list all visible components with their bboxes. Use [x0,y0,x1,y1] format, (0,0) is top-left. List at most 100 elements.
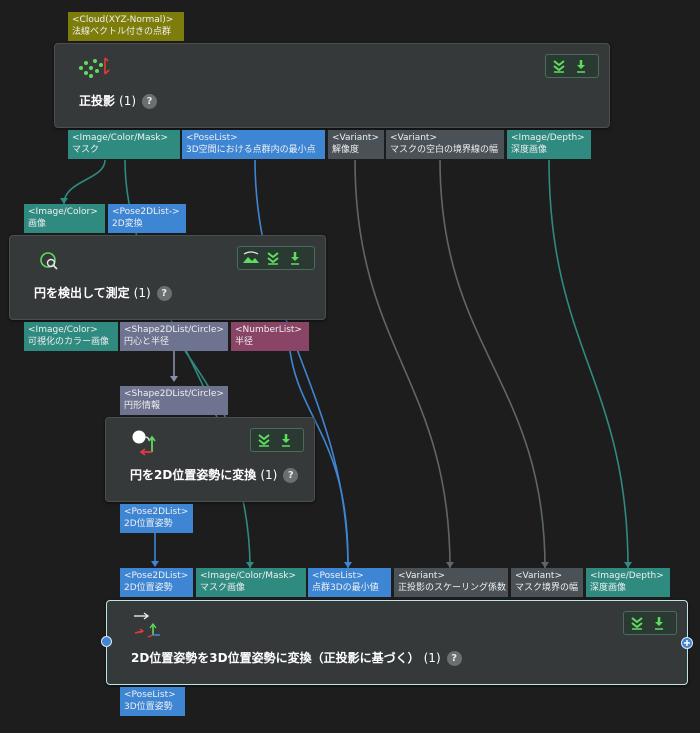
node4-input-connector-dot[interactable] [101,636,112,647]
node1-output-mask[interactable]: <Image/Color/Mask> マスク [68,130,180,159]
port-type: <Cloud(XYZ-Normal)> [72,15,174,25]
wire-mask-to-image [63,159,106,205]
download-button[interactable] [570,56,592,76]
image-preview-icon [243,251,259,263]
node2-button-group [237,246,315,270]
port-type: <Image/Depth> [511,133,585,143]
port-label: 半径 [235,337,254,347]
wire-border-width [439,159,546,569]
node4-input-scaling[interactable]: <Variant> 正投影のスケーリング係数 [394,568,508,597]
port-type: <NumberList> [235,325,302,335]
collapse-ports-button[interactable] [548,56,570,76]
port-type: <Shape2DList/Circle> [124,325,224,335]
wire-arrow [60,198,68,204]
port-label: マスクの空白の境界線の幅 [390,145,499,155]
download-arrow-icon [655,617,663,630]
port-label: 深度画像 [590,583,627,593]
wire-arrow [344,562,352,568]
node3-title: 円を2D位置姿勢に変換(1)? [130,466,299,483]
download-arrow-icon [577,60,585,73]
port-type: <Shape2DList/Circle> [124,389,224,399]
node3-title-text: 円を2D位置姿勢に変換 [130,468,257,482]
port-type: <Image/Color> [28,207,98,217]
node2-output-visualization[interactable]: <Image/Color> 可視化のカラー画像 [24,322,118,351]
wire-arrow [151,561,159,567]
node4-title: 2D位置姿勢を3D位置姿勢に変換（正投影に基づく）(1)? [131,649,462,666]
node4-input-border-width[interactable]: <Variant> マスク境界の幅 [511,568,583,597]
node3-count: (1) [260,468,278,482]
port-type: <Pose2DList> [124,507,189,517]
collapse-ports-button[interactable] [253,430,275,450]
node1-output-min-point[interactable]: <PoseList> 3D空間における点群内の最小点 [182,130,325,159]
port-label: マスク境界の幅 [515,583,579,593]
port-label: 正投影のスケーリング係数 [398,583,507,593]
port-label: 可視化のカラー画像 [28,337,110,347]
node2-title-text: 円を検出して測定 [34,286,130,300]
collapse-ports-button[interactable] [262,248,284,268]
wire-arrow [541,562,549,568]
node4-input-depth[interactable]: <Image/Depth> 深度画像 [586,568,670,597]
node1-output-depth[interactable]: <Image/Depth> 深度画像 [507,130,591,159]
wire-arrow [246,562,254,568]
help-icon[interactable]: ? [283,468,299,483]
wire-min-point [254,159,349,569]
node2-output-circle[interactable]: <Shape2DList/Circle> 円心と半径 [120,322,228,351]
node3-output-pose2d[interactable]: <Pose2DList> 2D位置姿勢 [120,504,193,533]
port-label: 2D変換 [112,219,143,229]
collapse-ports-button[interactable] [626,613,648,633]
port-label: 2D位置姿勢 [124,583,173,593]
node4-add-output-button[interactable] [681,637,693,649]
help-icon[interactable]: ? [156,286,172,301]
port-type: <Variant> [398,571,446,581]
node1-count: (1) [119,94,137,108]
node-orthographic-projection[interactable]: 正投影(1)? [54,43,610,128]
port-type: <Pose2DList-> [112,207,180,217]
node4-output-pose3d[interactable]: <PoseList> 3D位置姿勢 [120,687,185,716]
port-label: 3D空間における点群内の最小点 [186,145,316,155]
node1-button-group [545,54,599,78]
wire-arrow [624,562,632,568]
node4-input-pose2d[interactable]: <Pose2DList> 2D位置姿勢 [120,568,193,597]
port-label: 円心と半径 [124,337,170,347]
wire-radius [289,350,349,563]
port-label: 解像度 [332,145,360,155]
node-detect-measure-circle[interactable]: 円を検出して測定(1)? [9,235,326,320]
download-button[interactable] [284,248,306,268]
node3-input-circle-info[interactable]: <Shape2DList/Circle> 円形情報 [120,386,228,415]
point-cloud-icon [77,54,111,84]
node4-input-mask-image[interactable]: <Image/Color/Mask> マスク画像 [196,568,306,597]
help-icon[interactable]: ? [446,651,462,666]
node1-title-text: 正投影 [79,94,116,108]
circle-to-pose-icon [130,428,160,460]
port-label: 法線ベクトル付きの点群 [72,27,172,37]
wire-arrow [170,376,178,382]
node1-output-resolution[interactable]: <Variant> 解像度 [328,130,384,159]
port-label: 画像 [28,219,47,229]
download-button[interactable] [648,613,670,633]
visualize-button[interactable] [240,248,262,268]
node-2d-to-3d-pose[interactable]: 2D位置姿勢を3D位置姿勢に変換（正投影に基づく）(1)? [106,600,688,685]
download-arrow-icon [282,434,290,447]
port-type: <Image/Color> [28,325,98,335]
double-chevron-down-icon [258,434,270,447]
port-label: 2D位置姿勢 [124,519,173,529]
port-type: <Variant> [390,133,438,143]
node2-input-image[interactable]: <Image/Color> 画像 [24,204,105,233]
help-icon[interactable]: ? [142,94,158,109]
port-label: 円形情報 [124,401,161,411]
node2-title: 円を検出して測定(1)? [34,284,172,301]
node1-title: 正投影(1)? [79,92,158,109]
node2-count: (1) [133,286,151,300]
node4-input-min-point[interactable]: <PoseList> 点群3Dの最小値 [308,568,391,597]
wire-resolution [354,159,451,569]
node4-title-text: 2D位置姿勢を3D位置姿勢に変換（正投影に基づく） [131,651,420,665]
node2-input-transform[interactable]: <Pose2DList-> 2D変換 [108,204,186,233]
double-chevron-down-icon [553,60,565,73]
node1-input-cloud[interactable]: <Cloud(XYZ-Normal)> 法線ベクトル付きの点群 [68,12,184,41]
node-circle-to-2d-pose[interactable]: 円を2D位置姿勢に変換(1)? [105,417,315,502]
download-button[interactable] [275,430,297,450]
wire-depth [548,159,629,569]
port-type: <Image/Color/Mask> [200,571,297,581]
node1-output-border-width[interactable]: <Variant> マスクの空白の境界線の幅 [386,130,504,159]
node2-output-radius[interactable]: <NumberList> 半径 [231,322,309,351]
